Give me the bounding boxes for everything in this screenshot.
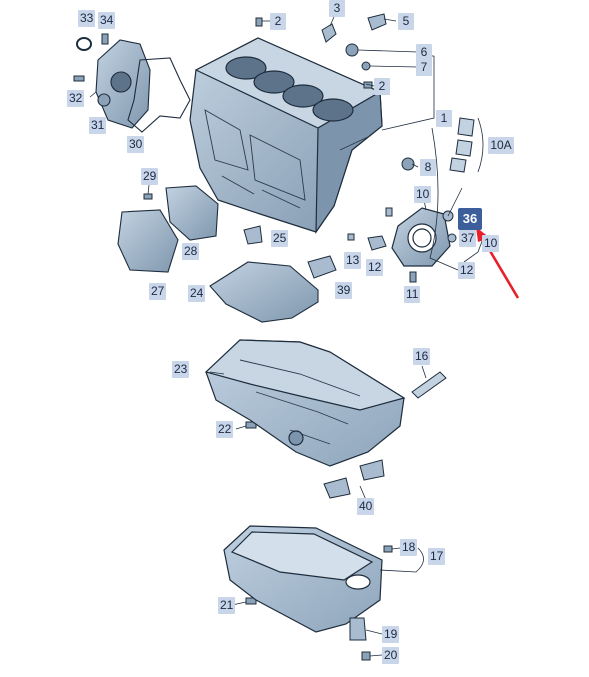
timing-cover-gasket[interactable] — [127, 57, 191, 133]
callout-5[interactable]: 5 — [398, 13, 414, 30]
callout-36-highlighted[interactable]: 36 — [458, 208, 482, 230]
callout-12-right[interactable]: 12 — [458, 262, 476, 279]
callout-8[interactable]: 8 — [420, 159, 436, 176]
callout-1[interactable]: 1 — [436, 110, 452, 127]
callout-3[interactable]: 3 — [329, 0, 345, 17]
cylinder-block[interactable] — [189, 37, 383, 234]
callout-24[interactable]: 24 — [188, 285, 206, 302]
callout-12-left[interactable]: 12 — [366, 259, 384, 276]
callout-17[interactable]: 17 — [428, 548, 446, 565]
callout-25[interactable]: 25 — [271, 230, 289, 247]
callout-10a[interactable]: 10A — [488, 137, 514, 154]
drain-plug[interactable] — [349, 617, 367, 641]
callout-7[interactable]: 7 — [416, 59, 432, 76]
cylinder-bores — [225, 56, 354, 122]
oil-spray-nozzles[interactable] — [323, 459, 385, 499]
oil-baffle[interactable] — [209, 261, 319, 323]
callout-23[interactable]: 23 — [172, 361, 190, 378]
callout-39[interactable]: 39 — [335, 282, 353, 299]
callout-16[interactable]: 16 — [413, 348, 431, 365]
callout-33[interactable]: 33 — [78, 10, 96, 27]
leader-lines — [89, 9, 485, 657]
callout-21[interactable]: 21 — [218, 597, 236, 614]
callout-10-lower[interactable]: 10 — [482, 235, 500, 252]
small-bolts[interactable] — [73, 17, 417, 661]
callout-10-upper[interactable]: 10 — [414, 186, 432, 203]
callout-19[interactable]: 19 — [382, 626, 400, 643]
callout-40[interactable]: 40 — [357, 498, 375, 515]
upper-oil-pan[interactable] — [204, 339, 406, 467]
seal-small-parts[interactable] — [347, 207, 457, 251]
callout-29[interactable]: 29 — [141, 168, 159, 185]
sealant-tube[interactable] — [411, 371, 447, 399]
timing-cover[interactable] — [95, 39, 151, 129]
callout-27[interactable]: 27 — [149, 283, 167, 300]
callout-30[interactable]: 30 — [127, 136, 145, 153]
callout-31[interactable]: 31 — [89, 117, 107, 134]
lower-oil-pan[interactable] — [223, 525, 383, 633]
callout-28[interactable]: 28 — [182, 243, 200, 260]
callout-18[interactable]: 18 — [400, 539, 418, 556]
cylinder-head-bolts[interactable] — [449, 117, 475, 173]
sealing-plugs[interactable] — [345, 43, 415, 171]
callout-34[interactable]: 34 — [98, 12, 116, 29]
oring-seal[interactable] — [76, 37, 92, 51]
callout-20[interactable]: 20 — [382, 647, 400, 664]
callout-2-mid[interactable]: 2 — [374, 78, 390, 95]
brackets[interactable] — [243, 225, 337, 279]
callout-2-top[interactable]: 2 — [270, 13, 286, 30]
callout-13[interactable]: 13 — [344, 252, 362, 269]
callout-32[interactable]: 32 — [67, 90, 85, 107]
side-covers[interactable] — [117, 185, 219, 273]
callout-37[interactable]: 37 — [459, 230, 477, 247]
crankshaft-seal-flange[interactable] — [391, 207, 451, 267]
top-sensors[interactable] — [321, 13, 387, 43]
callout-6[interactable]: 6 — [416, 44, 432, 61]
callout-22[interactable]: 22 — [216, 421, 234, 438]
callout-11[interactable]: 11 — [404, 286, 421, 303]
